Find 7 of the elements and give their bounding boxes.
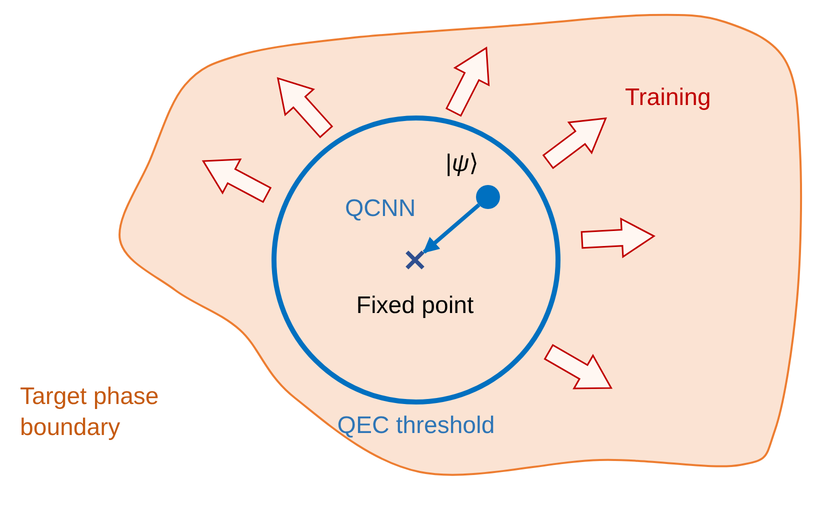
edge-label: QCNN (345, 194, 416, 224)
point-label: Fixed point (355, 291, 475, 321)
arrow (422, 203, 480, 254)
circle-label: QEC threshold (336, 411, 496, 441)
state-label: |ψ⟩ (444, 149, 480, 179)
region-label: Target phase boundary (20, 382, 160, 444)
training-label: Training (625, 83, 711, 113)
